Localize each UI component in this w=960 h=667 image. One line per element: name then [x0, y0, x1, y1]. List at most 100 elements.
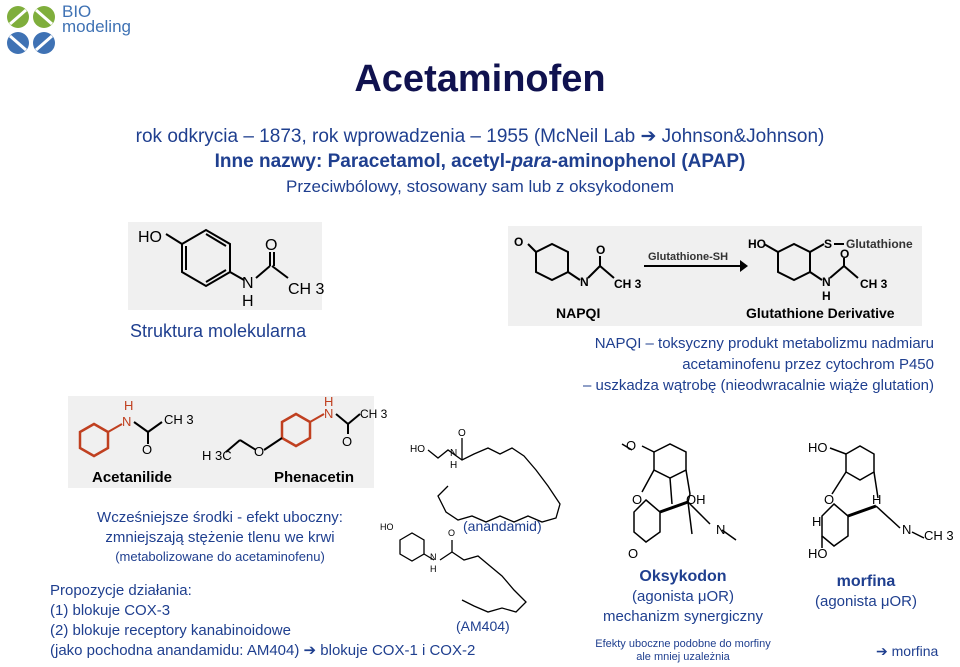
acet-ch3: CH 3 — [164, 412, 194, 427]
acet-n: N — [122, 414, 131, 429]
other-names-prefix: Inne nazwy: Paracetamol, acetyl- — [214, 151, 512, 172]
morphine-structure: HO O H H N CH 3 HO — [800, 432, 954, 562]
arrow-icon: ➔ — [876, 643, 888, 659]
h-label: H — [242, 293, 254, 310]
phen-ether-o: O — [254, 444, 264, 459]
morphine-link-text: morfina — [891, 643, 939, 659]
mechanism-head: Propozycje działania: — [50, 582, 192, 599]
logo-line1: BIO — [62, 2, 92, 21]
morphine-line2: (agonista μOR) — [814, 593, 917, 610]
page-title: Acetaminofen — [354, 58, 606, 100]
logo-icon — [4, 4, 58, 56]
acetanilide-label: Acetanilide — [92, 469, 172, 486]
napqi-panel: O O N CH 3 NAPQI Glutathione-SH HO S Glu… — [508, 226, 922, 326]
mechanism-item-3-text: (jako pochodna anandamidu: AM404) — [50, 642, 300, 659]
am-n: N — [430, 552, 437, 562]
logo-line2: modeling — [62, 17, 131, 36]
logo-text: BIO modeling — [62, 2, 131, 36]
deriv-ch3: CH 3 — [860, 277, 888, 291]
acetaminophen-structure: HO O N H CH 3 — [128, 222, 325, 310]
mechanism-item-3: (jako pochodna anandamidu: AM404) ➔ blok… — [50, 641, 475, 661]
mor-h: H — [872, 492, 881, 507]
phen-h: H — [324, 394, 333, 409]
am404-label: (AM404) — [456, 618, 510, 634]
phen-h3c: H 3C — [202, 448, 232, 463]
mor-o: O — [824, 492, 834, 507]
acet-o: O — [142, 442, 152, 457]
mechanism-item-3-end: blokuje COX-1 i COX-2 — [320, 642, 476, 659]
n-label: N — [242, 275, 254, 292]
deriv-h: H — [822, 289, 831, 303]
oxycodone-name: Oksykodon — [639, 568, 727, 585]
earlier-l3: (metabolizowane do acetaminofenu) — [115, 549, 325, 564]
mechanism-item-2: (2) blokuje receptory kanabinoidowe — [50, 622, 291, 639]
deriv-ho: HO — [748, 237, 766, 251]
phen-n: N — [324, 406, 333, 421]
napqi-desc-3: – uszkadza wątrobę (nieodwracalnie wiąże… — [582, 377, 934, 394]
history-line: rok odkrycia – 1873, rok wprowadzenia – … — [0, 125, 960, 148]
mor-ho: HO — [808, 440, 828, 455]
oxy-o-top: O — [626, 438, 636, 453]
am404-structure: HO O N H — [378, 516, 546, 616]
structure-caption: Struktura molekularna — [130, 321, 307, 341]
am-ho: HO — [380, 522, 394, 532]
mechanism-list: Propozycje działania: (1) blokuje COX-3 … — [50, 581, 475, 661]
phen-o: O — [342, 434, 352, 449]
napqi-n: N — [580, 275, 589, 289]
mor-n: N — [902, 522, 911, 537]
deriv-o: O — [840, 247, 849, 261]
history-end: Johnson&Johnson) — [661, 126, 825, 147]
oxycodone-line3: mechanizm synergiczny — [602, 608, 764, 625]
o-label: O — [265, 237, 277, 254]
oxycodone-note-1: Efekty uboczne podobne do morfiny — [595, 638, 771, 650]
napqi-o1: O — [514, 235, 523, 249]
phenacetin-label: Phenacetin — [274, 469, 354, 486]
arrow-icon: ➔ — [640, 126, 657, 147]
history-text: rok odkrycia – 1873, rok wprowadzenia – … — [135, 126, 636, 147]
napqi-o2: O — [596, 243, 605, 257]
earlier-drugs-text: Wcześniejsze środki - efekt uboczny: zmn… — [70, 508, 370, 566]
oxy-n: N — [716, 522, 725, 537]
arrow-icon: ➔ — [303, 642, 317, 659]
oxycodone-line2: (agonista μOR) — [631, 588, 734, 605]
deriv-n: N — [822, 275, 831, 289]
mor-ho2: HO — [808, 546, 828, 561]
oxycodone-structure: O O OH N O — [598, 432, 768, 562]
ch3-label: CH 3 — [288, 281, 325, 298]
ana-o: O — [458, 428, 466, 439]
usage-line: Przeciwbólowy, stosowany sam lub z oksyk… — [285, 177, 674, 196]
other-names-line: Inne nazwy: Paracetamol, acetyl-para-ami… — [0, 151, 960, 173]
mor-ch3: CH 3 — [924, 528, 954, 543]
oxy-o2: O — [628, 546, 638, 561]
ana-ho: HO — [410, 444, 425, 455]
napqi-desc-2: acetaminofenu przez cytochrom P450 — [682, 356, 934, 373]
oxy-oh: OH — [686, 492, 706, 507]
earlier-l2: zmniejszają stężenie tlenu we krwi — [105, 529, 335, 546]
deriv-s: S — [824, 237, 832, 251]
mor-h2: H — [812, 514, 821, 529]
napqi-description: NAPQI – toksyczny produkt metabolizmu na… — [514, 333, 934, 396]
other-names-suffix: -aminophenol (APAP) — [551, 151, 746, 172]
other-names-italic: para — [511, 151, 552, 172]
oxycodone-note-2: ale mniej uzależnia — [636, 651, 730, 663]
phen-ch3: CH 3 — [360, 407, 388, 421]
deriv-glut: Glutathione — [846, 237, 913, 251]
am-h: H — [430, 564, 437, 574]
reagent-label: Glutathione-SH — [648, 251, 728, 263]
oxycodone-info: Oksykodon (agonista μOR) mechanizm syner… — [583, 567, 783, 627]
morphine-info: morfina (agonista μOR) — [786, 572, 946, 612]
napqi-desc-1: NAPQI – toksyczny produkt metabolizmu na… — [594, 335, 934, 352]
morphine-name: morfina — [836, 573, 896, 590]
anandamide-structure: HO O N H — [408, 426, 582, 546]
am-o: O — [448, 528, 455, 538]
morphine-link[interactable]: ➔ morfina — [876, 643, 938, 660]
napqi-ch3: CH 3 — [614, 277, 642, 291]
product-label: Glutathione Derivative — [746, 305, 895, 321]
older-drugs-panel: H N O CH 3 Acetanilide H N O CH 3 O H 3C… — [68, 394, 388, 488]
napqi-label: NAPQI — [556, 305, 600, 321]
ana-h: H — [450, 460, 457, 471]
oxy-o1: O — [632, 492, 642, 507]
earlier-l1: Wcześniejsze środki - efekt uboczny: — [97, 509, 343, 526]
mechanism-item-1: (1) blokuje COX-3 — [50, 602, 171, 619]
ana-n: N — [450, 448, 457, 459]
